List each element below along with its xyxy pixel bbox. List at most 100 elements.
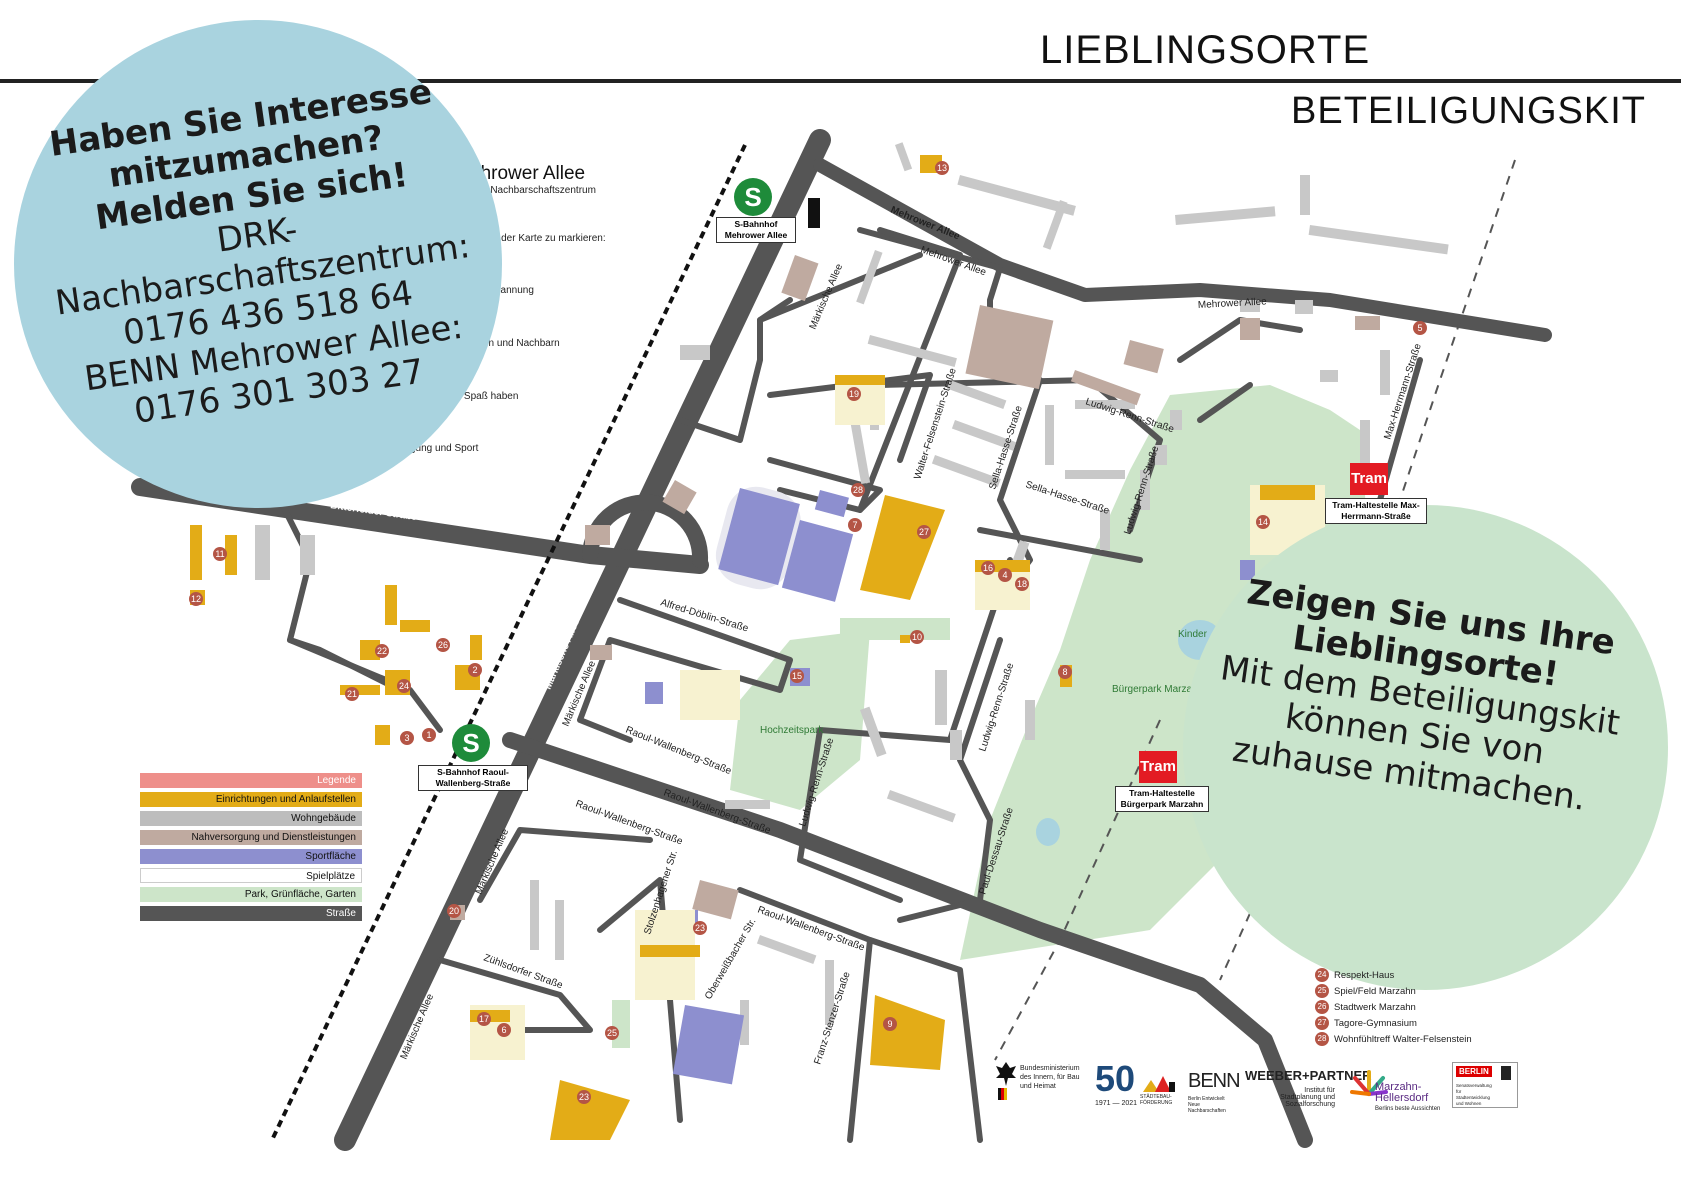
- weeber-sub: Institut für Stadtplanung und Sozialfors…: [1280, 1087, 1335, 1108]
- legend-facilities: Einrichtungen und Anlaufstellen: [140, 792, 362, 807]
- legend-park: Park, Grünfläche, Garten: [140, 887, 362, 902]
- panel-line-4: nd Spaß haben: [450, 391, 519, 402]
- green-strip: [840, 618, 950, 640]
- label-kinder: Kinder: [1178, 629, 1208, 640]
- marker-2: 2: [472, 665, 477, 675]
- marker-23b: 23: [579, 1092, 589, 1102]
- marker-11: 11: [215, 549, 224, 559]
- hochzeitspark-area: [730, 630, 870, 810]
- marker-17: 17: [479, 1014, 489, 1024]
- marker-19: 19: [849, 389, 859, 399]
- sbahn-icon-bottom: S: [452, 724, 490, 762]
- sbahn-label-top: S-Bahnhof Mehrower Allee: [716, 217, 796, 243]
- staedtebau-text: STÄDTEBAU-FÖRDERUNG: [1140, 1094, 1173, 1106]
- tram-line-2: [994, 719, 1161, 1061]
- shops: [450, 254, 1380, 920]
- panel-title: ehrower Allee: [470, 163, 586, 184]
- marker-9: 9: [887, 1019, 892, 1029]
- marker-27: 27: [919, 527, 929, 537]
- tram-icon-top: Tram: [1350, 463, 1388, 495]
- poster-subtitle: BETEILIGUNGSKIT: [1291, 90, 1646, 132]
- legend-housing: Wohngebäude: [140, 811, 362, 826]
- marker-18: 18: [1017, 579, 1027, 589]
- marker-12: 12: [191, 594, 201, 604]
- tram-line: [1219, 159, 1516, 981]
- bmi-logo-text: Bundesministerium des Innern, für Bau un…: [1020, 1065, 1080, 1090]
- tram-label-bottom: Tram-Haltestelle Bürgerpark Marzahn: [1115, 786, 1209, 812]
- mh-sub: Berlins beste Aussichten: [1375, 1106, 1441, 1112]
- panel-line-3: en und Nachbarn: [483, 338, 560, 349]
- marker-7: 7: [852, 520, 857, 530]
- panel-subtitle: -Nachbarschaftszentrum: [487, 185, 596, 196]
- benn-logo: BENN: [1188, 1070, 1241, 1092]
- legend-street: Straße: [140, 906, 362, 921]
- marker-21: 21: [347, 689, 357, 699]
- pond-2: [1036, 818, 1060, 846]
- marker-16: 16: [983, 563, 993, 573]
- marker-13: 13: [937, 163, 947, 173]
- tram-icon-bottom: Tram: [1139, 751, 1177, 783]
- house-icon: [1143, 1074, 1175, 1092]
- sun-icon: [1350, 1068, 1388, 1104]
- marker-10: 10: [912, 632, 922, 642]
- marker-28: 28: [853, 485, 863, 495]
- bear-icon: [1501, 1066, 1511, 1080]
- markers: 13 5 19 28 7 27 16 4 18 14 10 15 8 11 12…: [189, 161, 1427, 1104]
- sport-fields: [645, 486, 1255, 1085]
- housing: [255, 142, 1449, 1045]
- sbahn-icon-top: S: [734, 178, 772, 216]
- poster-title: LIEBLINGSORTE: [1040, 28, 1371, 72]
- marker-8: 8: [1062, 667, 1067, 677]
- berlin-sub: Senatsverwaltung für Stadtentwicklung un…: [1456, 1083, 1492, 1106]
- marker-25: 25: [607, 1028, 617, 1038]
- label-hochzeitspark: Hochzeitspark: [760, 725, 824, 736]
- contact-text: Haben Sie Interesse mitzumachen? Melden …: [0, 66, 519, 445]
- marker-14: 14: [1258, 517, 1268, 527]
- marker-15: 15: [792, 671, 802, 681]
- legend-sport: Sportfläche: [140, 849, 362, 864]
- invite-circle: [1183, 505, 1668, 990]
- legend-title: Legende: [140, 773, 362, 788]
- label-oberweissbacher: Oberweißbacher Str.: [703, 917, 758, 1002]
- marker-20: 20: [449, 906, 459, 916]
- legend-playgrounds: Spielplätze: [140, 868, 362, 883]
- mh-logo: Marzahn-Hellersdorf: [1375, 1081, 1429, 1104]
- fifty-years-logo: 50: [1095, 1058, 1136, 1099]
- eagle-icon: [995, 1060, 1017, 1100]
- contact-circle: [14, 20, 502, 508]
- label-raoul-w1: Raoul-Wallenberg-Straße: [624, 725, 733, 778]
- label-ludwig-renn-3: Ludwig-Renn-Straße: [977, 661, 1016, 753]
- panel-line-2: spannung: [490, 285, 534, 296]
- header-rule: [0, 79, 1681, 83]
- label-mehrower-allee-3: Mehrower Allee: [1198, 296, 1268, 311]
- platform: [808, 198, 820, 228]
- berlin-logo: BERLIN: [1456, 1066, 1492, 1077]
- marker-24: 24: [399, 681, 409, 691]
- railway: [270, 144, 747, 1141]
- tram-label-top: Tram-Haltestelle Max-Herrmann-Straße: [1325, 498, 1427, 524]
- marker-5: 5: [1417, 323, 1422, 333]
- marker-26: 26: [438, 640, 448, 650]
- marker-23: 23: [695, 923, 705, 933]
- berlin-logo-box: BERLIN Senatsverwaltung für Stadtentwick…: [1452, 1062, 1518, 1108]
- map-legend: Legende Einrichtungen und Anlaufstellen …: [140, 773, 362, 925]
- marker-1: 1: [426, 730, 431, 740]
- panel-line-1: uf der Karte zu markieren:: [490, 233, 606, 244]
- marker-4: 4: [1002, 570, 1007, 580]
- weeber-logo: WEEBER+PARTNER: [1245, 1068, 1372, 1083]
- sbahn-label-bottom: S-Bahnhof Raoul-Wallenberg-Straße: [418, 765, 528, 791]
- label-buergerpark: Bürgerpark Marzahn: [1112, 684, 1203, 695]
- green-strip-2: [612, 1000, 630, 1048]
- fifty-years-dates: 1971 — 2021: [1095, 1100, 1138, 1107]
- sponsor-logos: Bundesministerium des Innern, für Bau un…: [995, 1058, 1525, 1120]
- legend-shops: Nahversorgung und Dienstleistungen: [140, 830, 362, 845]
- marker-6: 6: [501, 1025, 506, 1035]
